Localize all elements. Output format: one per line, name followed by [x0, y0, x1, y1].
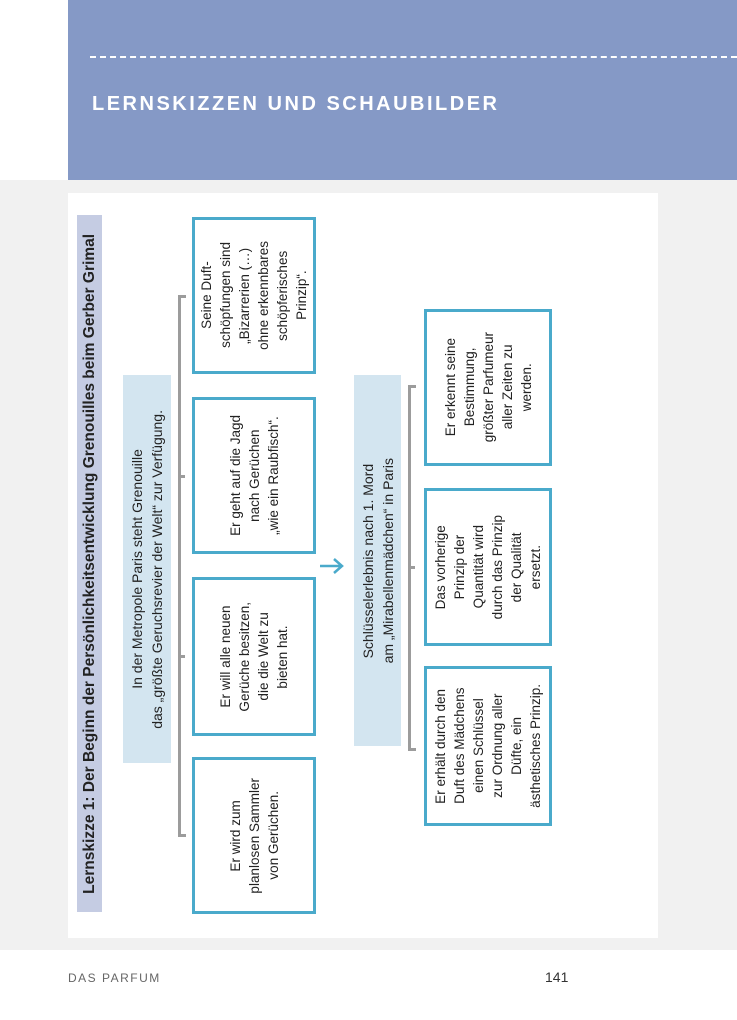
sketch-title-bar: Lernskizze 1: Der Beginn der Persönlichk… — [77, 215, 102, 912]
context-label: In der Metropole Paris steht Grenouille … — [123, 375, 171, 763]
box-text: Er erkennt seine Bestimmung, größter Par… — [442, 332, 534, 443]
bracket-tick — [178, 475, 185, 478]
box-text: Das vorherige Prinzip der Quantität wird… — [433, 514, 543, 620]
arrow-right-icon — [320, 558, 344, 574]
top-box-2: Er will alle neuen Gerüche besitzen, die… — [192, 577, 316, 736]
header-band — [68, 0, 737, 180]
box-text: Er erhält durch den Duft des Mädchens ei… — [433, 684, 543, 808]
page-number: 141 — [545, 969, 569, 985]
key-experience-label: Schlüsselerlebnis nach 1. Mord am „Mirab… — [354, 375, 401, 746]
box-text: Seine Duft- schöpfungen sind „Bizarrerie… — [199, 241, 309, 350]
sketch-title: Lernskizze 1: Der Beginn der Persönlichk… — [80, 233, 98, 894]
section-title: LERNSKIZZEN UND SCHAUBILDER — [92, 93, 500, 115]
bottom-box-1: Er erhält durch den Duft des Mädchens ei… — [424, 666, 552, 826]
key-experience-text: Schlüsselerlebnis nach 1. Mord am „Mirab… — [359, 457, 396, 664]
dashed-divider — [90, 56, 737, 58]
bracket-top — [178, 295, 186, 837]
footer-book-title: DAS PARFUM — [68, 971, 161, 985]
bracket-tick — [178, 655, 185, 658]
top-box-1: Er wird zum planlosen Sammler von Gerüch… — [192, 757, 316, 914]
context-label-text: In der Metropole Paris steht Grenouille … — [129, 409, 165, 729]
box-text: Er wird zum planlosen Sammler von Gerüch… — [227, 777, 281, 894]
top-box-4: Seine Duft- schöpfungen sind „Bizarrerie… — [192, 217, 316, 374]
bottom-box-2: Das vorherige Prinzip der Quantität wird… — [424, 488, 552, 646]
bottom-box-3: Er erkennt seine Bestimmung, größter Par… — [424, 309, 552, 466]
top-box-3: Er geht auf die Jagd nach Gerüchen „wie … — [192, 397, 316, 554]
box-text: Er geht auf die Jagd nach Gerüchen „wie … — [227, 415, 281, 536]
box-text: Er will alle neuen Gerüche besitzen, die… — [218, 601, 290, 712]
bracket-tick — [408, 566, 415, 569]
